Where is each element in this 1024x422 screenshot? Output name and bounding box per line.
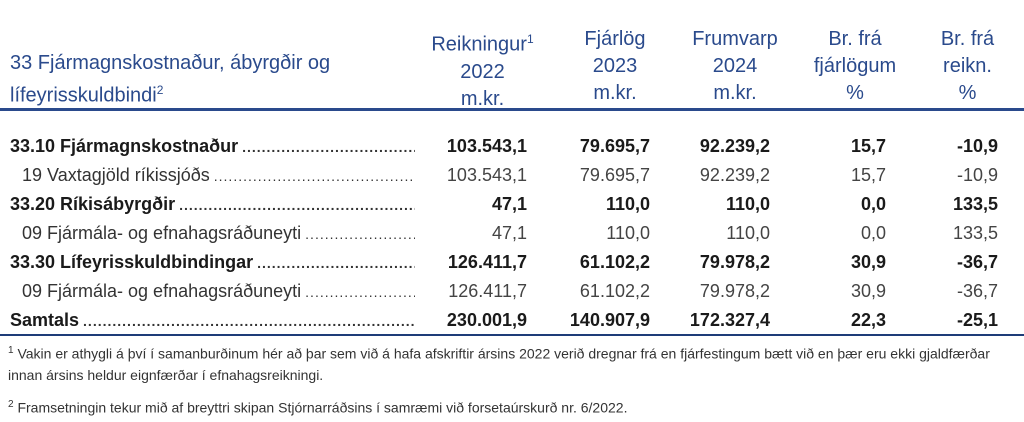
col-head-br-fjarlog: Br. frá fjárlögum % [813, 28, 897, 104]
cell-reikningur: 126.411,7 [448, 281, 527, 301]
cell-fjarlog: 79.695,7 [579, 136, 650, 156]
table-row: 09 Fjármála- og efnahagsráðuneyti 47,1 1… [0, 219, 1024, 248]
cell-br-reikn: -36,7 [956, 281, 998, 301]
table-row: 33.10 Fjármagnskostnaður 103.543,1 79.69… [0, 132, 1024, 161]
title-line-2: lífeyrisskuldbindi2 [10, 83, 164, 107]
cell-br-reikn: -10,9 [956, 136, 998, 156]
footnotes: 1 Vakin er athygli á því í samanburðinum… [8, 340, 1013, 418]
footnote-1: 1 Vakin er athygli á því í samanburðinum… [8, 345, 990, 383]
leader-dots [242, 139, 415, 155]
cell-br-fjarlog: 0,0 [860, 223, 886, 243]
footnote-2: 2 Framsetningin tekur mið af breyttri sk… [8, 398, 628, 416]
cell-br-fjarlog: 15,7 [850, 165, 886, 185]
cell-fjarlog: 140.907,9 [569, 310, 650, 330]
col-head-br-reikn: Br. frá reikn. % [940, 28, 995, 104]
cell-fjarlog: 61.102,2 [579, 281, 650, 301]
data-table: 33.10 Fjármagnskostnaður 103.543,1 79.69… [0, 132, 1024, 335]
table-title: 33 Fjármagnskostnaður, ábyrgðir og lífey… [10, 50, 330, 110]
cell-frumvarp: 79.978,2 [699, 252, 770, 272]
title-footnote-ref: 2 [156, 83, 164, 97]
cell-br-reikn: -25,1 [956, 310, 998, 330]
cell-br-fjarlog: 30,9 [850, 252, 886, 272]
table-row: 19 Vaxtagjöld ríkissjóðs 103.543,1 79.69… [0, 161, 1024, 190]
cell-reikningur: 103.543,1 [446, 165, 527, 185]
cell-br-reikn: -10,9 [956, 165, 998, 185]
cell-br-fjarlog: 30,9 [850, 281, 886, 301]
col-head-fjarlog: Fjárlög 2023 m.kr. [584, 28, 646, 104]
row-label: 33.30 Lífeyrisskuldbindingar [10, 252, 254, 272]
col-head-frumvarp: Frumvarp 2024 m.kr. [692, 28, 778, 104]
cell-fjarlog: 79.695,7 [579, 165, 650, 185]
footer-rule [0, 334, 1024, 336]
cell-reikningur: 103.543,1 [446, 136, 527, 156]
cell-reikningur: 126.411,7 [447, 252, 527, 272]
cell-br-reikn: -36,7 [956, 252, 998, 272]
row-label: 09 Fjármála- og efnahagsráðuneyti [22, 223, 302, 243]
cell-frumvarp: 110,0 [726, 223, 770, 243]
leader-dots [305, 284, 415, 300]
cell-frumvarp: 79.978,2 [699, 281, 770, 301]
col-head-reikningur: Reikningur1 2022 m.kr. [431, 32, 534, 110]
leader-dots [305, 226, 415, 242]
row-label: 09 Fjármála- og efnahagsráðuneyti [22, 281, 302, 301]
cell-frumvarp: 172.327,4 [689, 310, 770, 330]
cell-br-fjarlog: 22,3 [850, 310, 886, 330]
table-header: 33 Fjármagnskostnaður, ábyrgðir og lífey… [0, 0, 1024, 112]
leader-dots [179, 197, 415, 213]
leader-dots [83, 313, 415, 329]
leader-dots [214, 168, 415, 184]
table-row: 33.20 Ríkisábyrgðir 47,1 110,0 110,0 0,0… [0, 190, 1024, 219]
cell-reikningur: 47,1 [491, 194, 527, 214]
leader-dots [257, 255, 415, 271]
row-label: Samtals [10, 310, 80, 330]
table-row: 33.30 Lífeyrisskuldbindingar 126.411,7 6… [0, 248, 1024, 277]
table-row: 09 Fjármála- og efnahagsráðuneyti 126.41… [0, 277, 1024, 306]
header-rule [0, 108, 1024, 111]
cell-frumvarp: 110,0 [725, 194, 770, 214]
cell-fjarlog: 110,0 [605, 194, 650, 214]
cell-frumvarp: 92.239,2 [699, 165, 770, 185]
cell-br-fjarlog: 15,7 [850, 136, 886, 156]
cell-frumvarp: 92.239,2 [699, 136, 770, 156]
cell-br-reikn: 133,5 [952, 194, 998, 214]
cell-fjarlog: 61.102,2 [579, 252, 650, 272]
table-row-total: Samtals 230.001,9 140.907,9 172.327,4 22… [0, 306, 1024, 335]
row-label: 33.10 Fjármagnskostnaður [10, 136, 239, 156]
row-label: 19 Vaxtagjöld ríkissjóðs [22, 165, 210, 185]
cell-reikningur: 47,1 [491, 223, 527, 243]
cell-br-fjarlog: 0,0 [860, 194, 886, 214]
cell-reikningur: 230.001,9 [446, 310, 527, 330]
title-line-1: 33 Fjármagnskostnaður, ábyrgðir og [10, 52, 331, 74]
row-label: 33.20 Ríkisábyrgðir [10, 194, 176, 214]
cell-fjarlog: 110,0 [606, 223, 650, 243]
cell-br-reikn: 133,5 [952, 223, 998, 243]
